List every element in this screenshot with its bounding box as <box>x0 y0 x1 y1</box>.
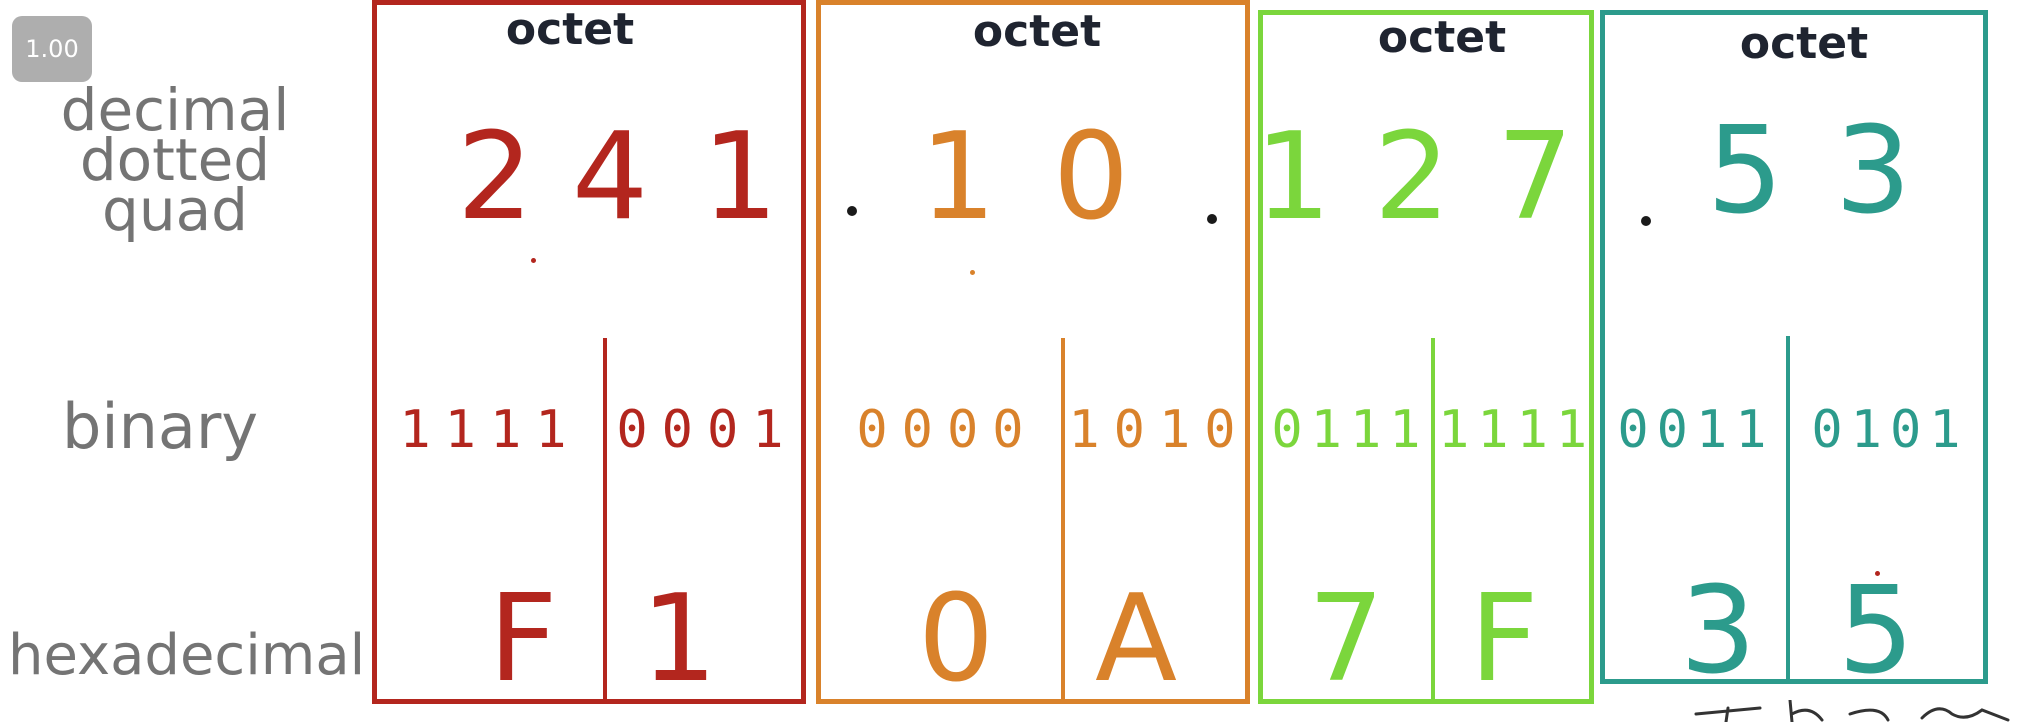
octet-box-1 <box>372 0 806 704</box>
hex-digit: A <box>1094 570 1178 709</box>
binary-nibble: 0000 <box>856 400 1038 460</box>
zoom-level-badge[interactable]: 1.00 <box>12 16 92 82</box>
decimal-digit: 4 <box>571 108 649 247</box>
hexadecimal-label: hexadecimal <box>8 623 366 688</box>
binary-nibble: 0101 <box>1811 400 1969 460</box>
hex-digit: F <box>1469 570 1539 709</box>
binary-nibble: 1111 <box>1438 400 1596 460</box>
octet-divider-4 <box>1786 336 1790 684</box>
hex-digit: 5 <box>1837 562 1915 701</box>
hex-digit: 1 <box>640 570 718 709</box>
binary-nibble: 1010 <box>1068 400 1250 460</box>
octet-title-4: octet <box>1739 18 1869 69</box>
binary-nibble: 0111 <box>1271 400 1429 460</box>
label-line-decimal: decimal <box>60 76 290 144</box>
octet-box-2 <box>816 0 1250 704</box>
octet-title-3: octet <box>1377 12 1507 63</box>
octet-title-2: octet <box>972 6 1102 57</box>
binary-label: binary <box>62 390 259 463</box>
stray-dot <box>531 258 536 263</box>
binary-nibble: 1111 <box>399 400 581 460</box>
octet-divider-1 <box>603 338 607 704</box>
decimal-digit: 5 <box>1706 102 1784 241</box>
octet-box-3 <box>1258 10 1594 704</box>
stray-dot <box>970 270 975 275</box>
octet-box-4 <box>1600 10 1988 684</box>
binary-nibble: 0011 <box>1617 400 1775 460</box>
label-line-dotted: dotted <box>79 126 271 194</box>
decimal-digit: 1 <box>1254 108 1332 247</box>
label-line-quad: quad <box>102 176 248 244</box>
decimal-digit: 2 <box>456 108 534 247</box>
stray-dot <box>1875 571 1880 576</box>
separator-dot <box>1641 216 1651 226</box>
binary-nibble: 0001 <box>616 400 798 460</box>
separator-dot <box>1207 214 1217 224</box>
octet-divider-3 <box>1431 338 1435 704</box>
decimal-digit: 3 <box>1834 102 1912 241</box>
decimal-digit: 2 <box>1373 108 1451 247</box>
hex-digit: 0 <box>917 570 995 709</box>
decimal-dotted-quad-label: decimal dotted quad <box>55 76 295 244</box>
octet-title-1: octet <box>505 4 635 55</box>
hex-digit: 3 <box>1679 562 1757 701</box>
decimal-digit: 1 <box>919 108 997 247</box>
decimal-digit: 1 <box>701 108 779 247</box>
cutoff-handwriting-scribble <box>1694 700 2010 722</box>
separator-dot <box>847 206 857 216</box>
hex-digit: 7 <box>1307 570 1385 709</box>
decimal-digit: 7 <box>1496 108 1574 247</box>
hex-digit: F <box>488 570 558 709</box>
octet-divider-2 <box>1061 338 1065 704</box>
decimal-digit: 0 <box>1052 108 1130 247</box>
